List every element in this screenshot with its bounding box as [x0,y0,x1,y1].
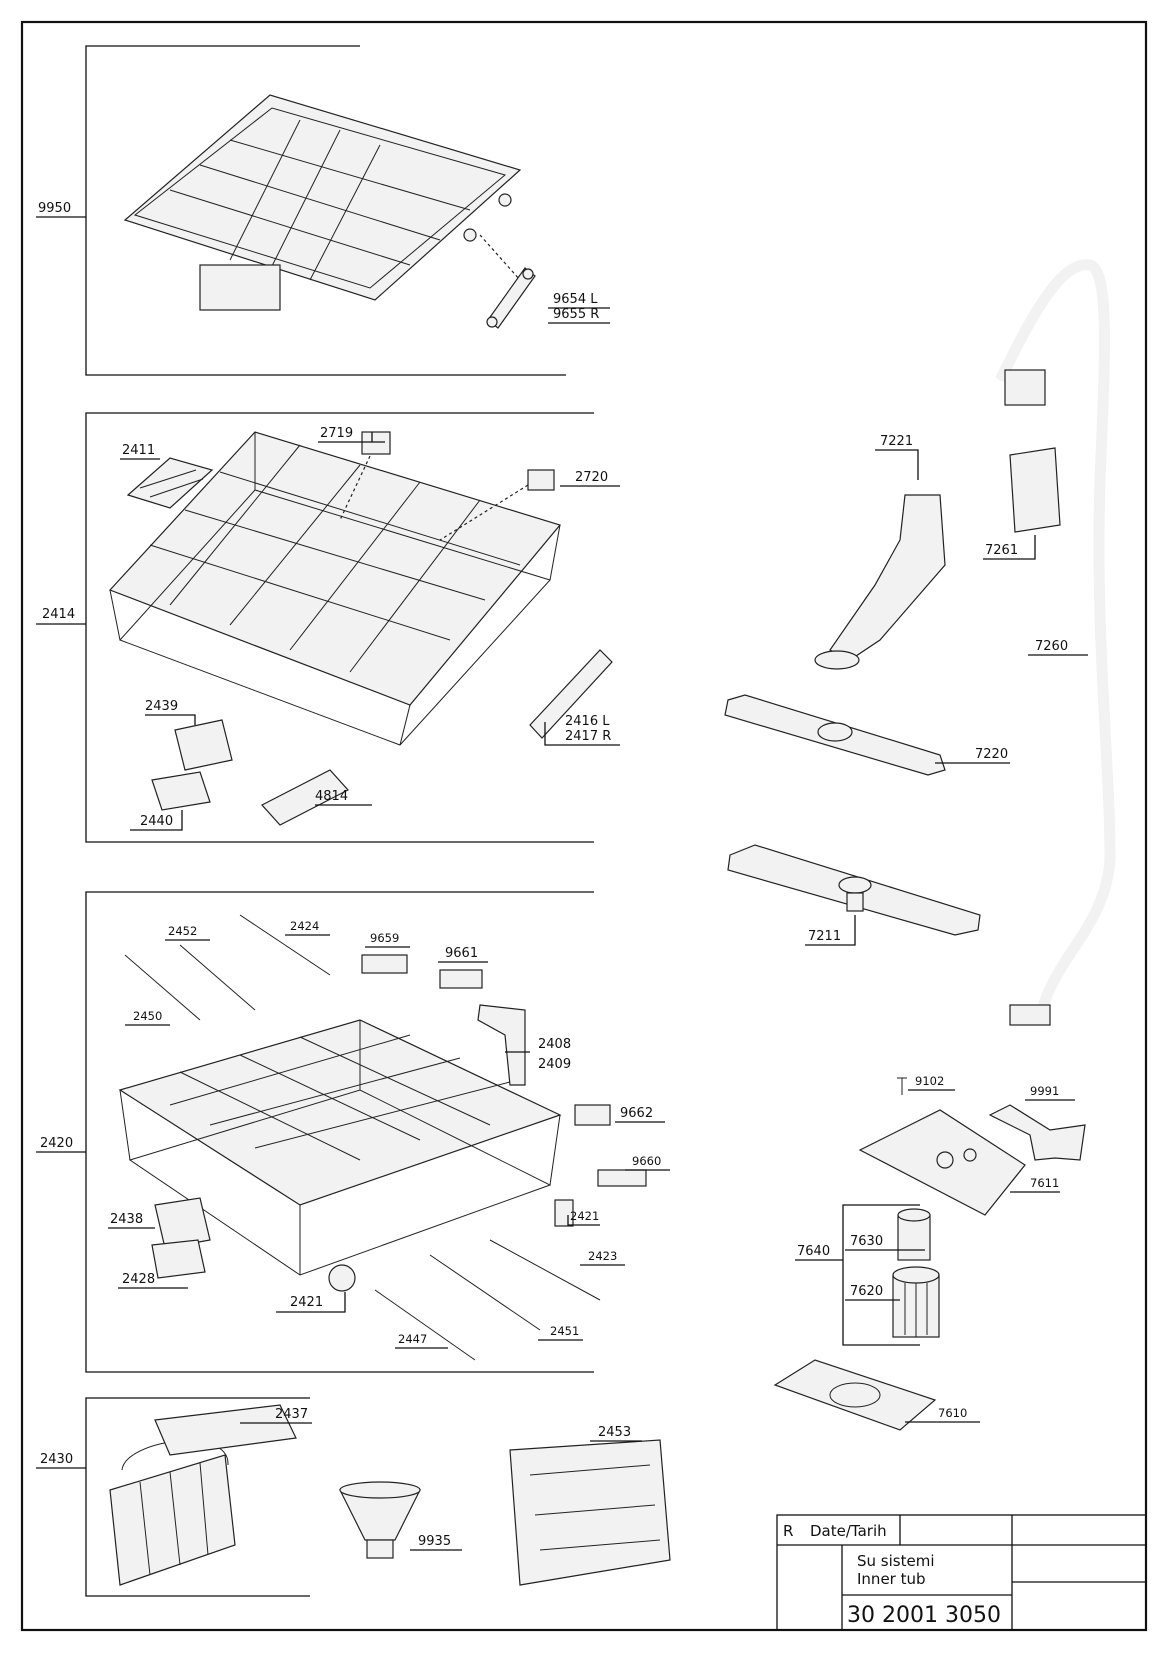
title-block-name-en: Inner tub [857,1570,926,1588]
flap-2439-drawing [174,719,233,771]
tine-row-2424-drawing [239,914,331,976]
clip-9661-drawing [439,969,483,989]
spray-pipe-7260-drawing [995,259,1116,1026]
label-7640: 7640 [797,1244,830,1259]
label-2720: 2720 [575,470,608,485]
rail-clip-9654-drawing [486,267,536,329]
label-2416: 2416 L [565,714,610,729]
wheel-2421b-drawing [328,1264,356,1292]
label-2451: 2451 [550,1324,579,1338]
clip-2719-drawing [361,431,391,455]
cup-shelf-2411-drawing [126,457,214,509]
label-4814: 4814 [315,789,348,804]
group-2414: 2414 2411 2719 [36,412,620,843]
label-2411: 2411 [122,443,155,458]
upper-spray-arm-7220-drawing [724,694,946,776]
filter-bracket-7640 [842,1204,920,1346]
flap-2438-drawing [154,1197,211,1249]
label-9102: 9102 [915,1074,944,1088]
label-2420: 2420 [40,1136,73,1151]
clip-9660-drawing [597,1169,647,1187]
label-2440: 2440 [140,814,173,829]
label-9659: 9659 [370,931,399,945]
group-spray-system: 7260 7261 7221 7220 7211 [724,259,1116,1026]
cover-2428-drawing [151,1239,206,1279]
label-2452: 2452 [168,924,197,938]
label-7610: 7610 [938,1406,967,1420]
title-block-name-tr: Su sistemi [857,1552,934,1570]
label-9661: 9661 [445,946,478,961]
coarse-filter-7620-drawing [892,1266,940,1338]
label-2421-a: 2421 [570,1209,599,1223]
drawing-frame [20,20,1148,1632]
connector-7261-drawing [1009,447,1061,533]
screw-9102-drawing [897,1077,907,1095]
label-2423: 2423 [588,1249,617,1263]
group-filter: 9102 9991 7611 7640 7630 [773,1074,1086,1431]
tine-row-2447-drawing [374,1289,476,1361]
cover-plate-7611-drawing [858,1109,1026,1216]
label-2438: 2438 [110,1212,143,1227]
group-2430: 2430 2437 9935 2453 [36,1397,671,1597]
label-2453: 2453 [598,1425,631,1440]
label-2450: 2450 [133,1009,162,1023]
adjuster-4814-drawing [261,769,349,826]
label-2447: 2447 [398,1332,427,1346]
group-2420: 2420 2452 2424 2450 [36,891,670,1373]
basket-lid-2437-drawing [154,1404,297,1456]
group-9950: 9950 9654 L 9655 R [36,45,610,376]
bracket-2408-drawing [477,1004,526,1086]
label-7620: 7620 [850,1284,883,1299]
clip-9662-drawing [574,1104,611,1126]
clip-2720-drawing [527,469,555,491]
label-9662: 9662 [620,1106,653,1121]
lower-basket-drawing [118,1019,562,1276]
label-2409: 2409 [538,1057,571,1072]
label-9655: 9655 R [553,307,599,322]
bottle-holder-2453-drawing [509,1439,671,1586]
rail-2416-drawing [529,649,613,739]
tine-row-2451-drawing [429,1254,541,1331]
tine-row-2423-drawing [489,1239,601,1301]
clip-9659-drawing [361,954,408,974]
cutlery-tray-drawing [123,94,522,311]
label-2417: 2417 R [565,729,611,744]
upper-basket-drawing [108,431,562,746]
label-2719: 2719 [320,426,353,441]
label-7611: 7611 [1030,1176,1059,1190]
label-2424: 2424 [290,919,319,933]
tine-row-2452-drawing [124,944,256,1021]
title-block-number: 30 2001 3050 [847,1603,1001,1628]
title-block-rev: R [783,1522,793,1540]
label-7220: 7220 [975,747,1008,762]
label-9654: 9654 L [553,292,598,307]
micro-filter-7630-drawing [897,1208,931,1261]
funnel-9935-drawing [339,1481,421,1559]
label-7211: 7211 [808,929,841,944]
label-2439: 2439 [145,699,178,714]
label-2414: 2414 [42,607,75,622]
cutlery-basket-drawing [109,1440,236,1586]
spray-arm-holder-7221-drawing [814,494,946,670]
filter-plate-7610-drawing [773,1359,937,1431]
cover-2440-drawing [151,771,211,811]
label-2421-b: 2421 [290,1295,323,1310]
label-9660: 9660 [632,1154,661,1168]
lower-spray-arm-7211-drawing [727,844,981,936]
label-9950: 9950 [38,201,71,216]
label-2428: 2428 [122,1272,155,1287]
label-7260: 7260 [1035,639,1068,654]
label-7221: 7221 [880,434,913,449]
label-2437: 2437 [275,1407,308,1422]
label-2408: 2408 [538,1037,571,1052]
label-7630: 7630 [850,1234,883,1249]
label-2430: 2430 [40,1452,73,1467]
title-block-date: Date/Tarih [810,1522,887,1540]
label-9935: 9935 [418,1534,451,1549]
title-block: R Date/Tarih Su sistemi Inner tub 30 200… [776,1514,1147,1631]
label-7261: 7261 [985,543,1018,558]
label-9991: 9991 [1030,1084,1059,1098]
bracket-9991-drawing [988,1104,1086,1161]
